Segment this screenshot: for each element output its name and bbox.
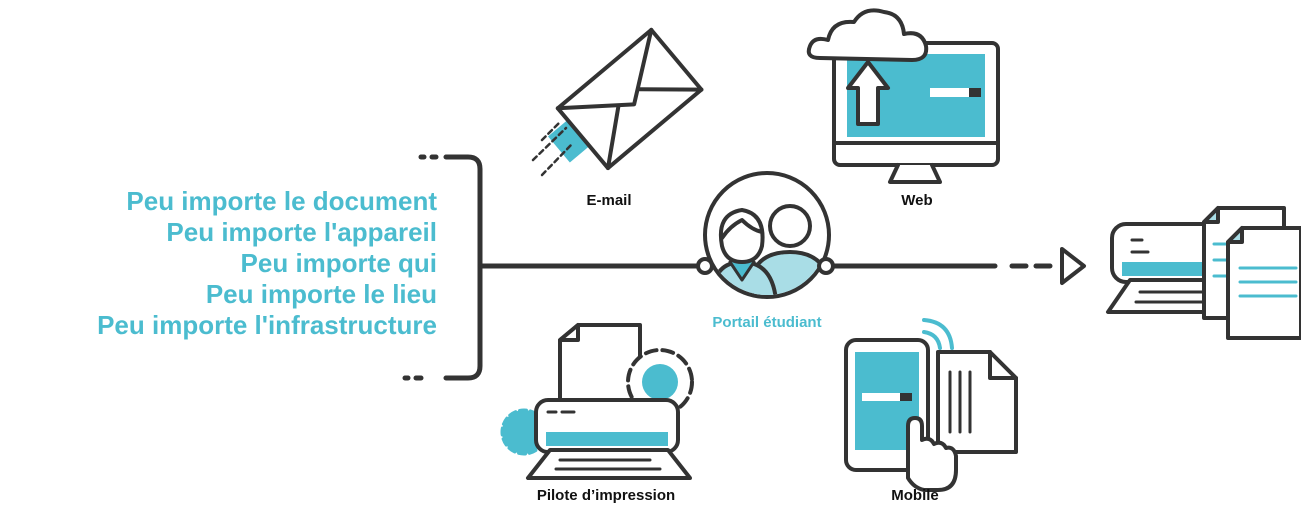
mobile-label: Mobile bbox=[891, 487, 939, 504]
headline-list: Peu importe le document Peu importe l'ap… bbox=[0, 186, 437, 341]
email-label: E-mail bbox=[586, 192, 632, 209]
students-icon bbox=[696, 171, 835, 299]
monitor-cloud-icon bbox=[806, 8, 1000, 184]
web-label: Web bbox=[901, 192, 933, 209]
driver-label: Pilote d’impression bbox=[536, 487, 676, 504]
headline-infrastructure: Peu importe l'infrastructure bbox=[97, 310, 437, 340]
headline-device: Peu importe l'appareil bbox=[166, 217, 437, 247]
printer-output-icon bbox=[1106, 206, 1301, 340]
envelope-icon bbox=[531, 27, 704, 177]
phone-tap-icon bbox=[844, 318, 1018, 492]
connector-line bbox=[477, 247, 1086, 285]
printer-gear-icon bbox=[500, 323, 694, 480]
headline-who: Peu importe qui bbox=[240, 248, 437, 278]
headline-document: Peu importe le document bbox=[126, 186, 437, 216]
headline-place: Peu importe le lieu bbox=[205, 279, 437, 309]
portal-label: Portail étudiant bbox=[712, 314, 822, 331]
